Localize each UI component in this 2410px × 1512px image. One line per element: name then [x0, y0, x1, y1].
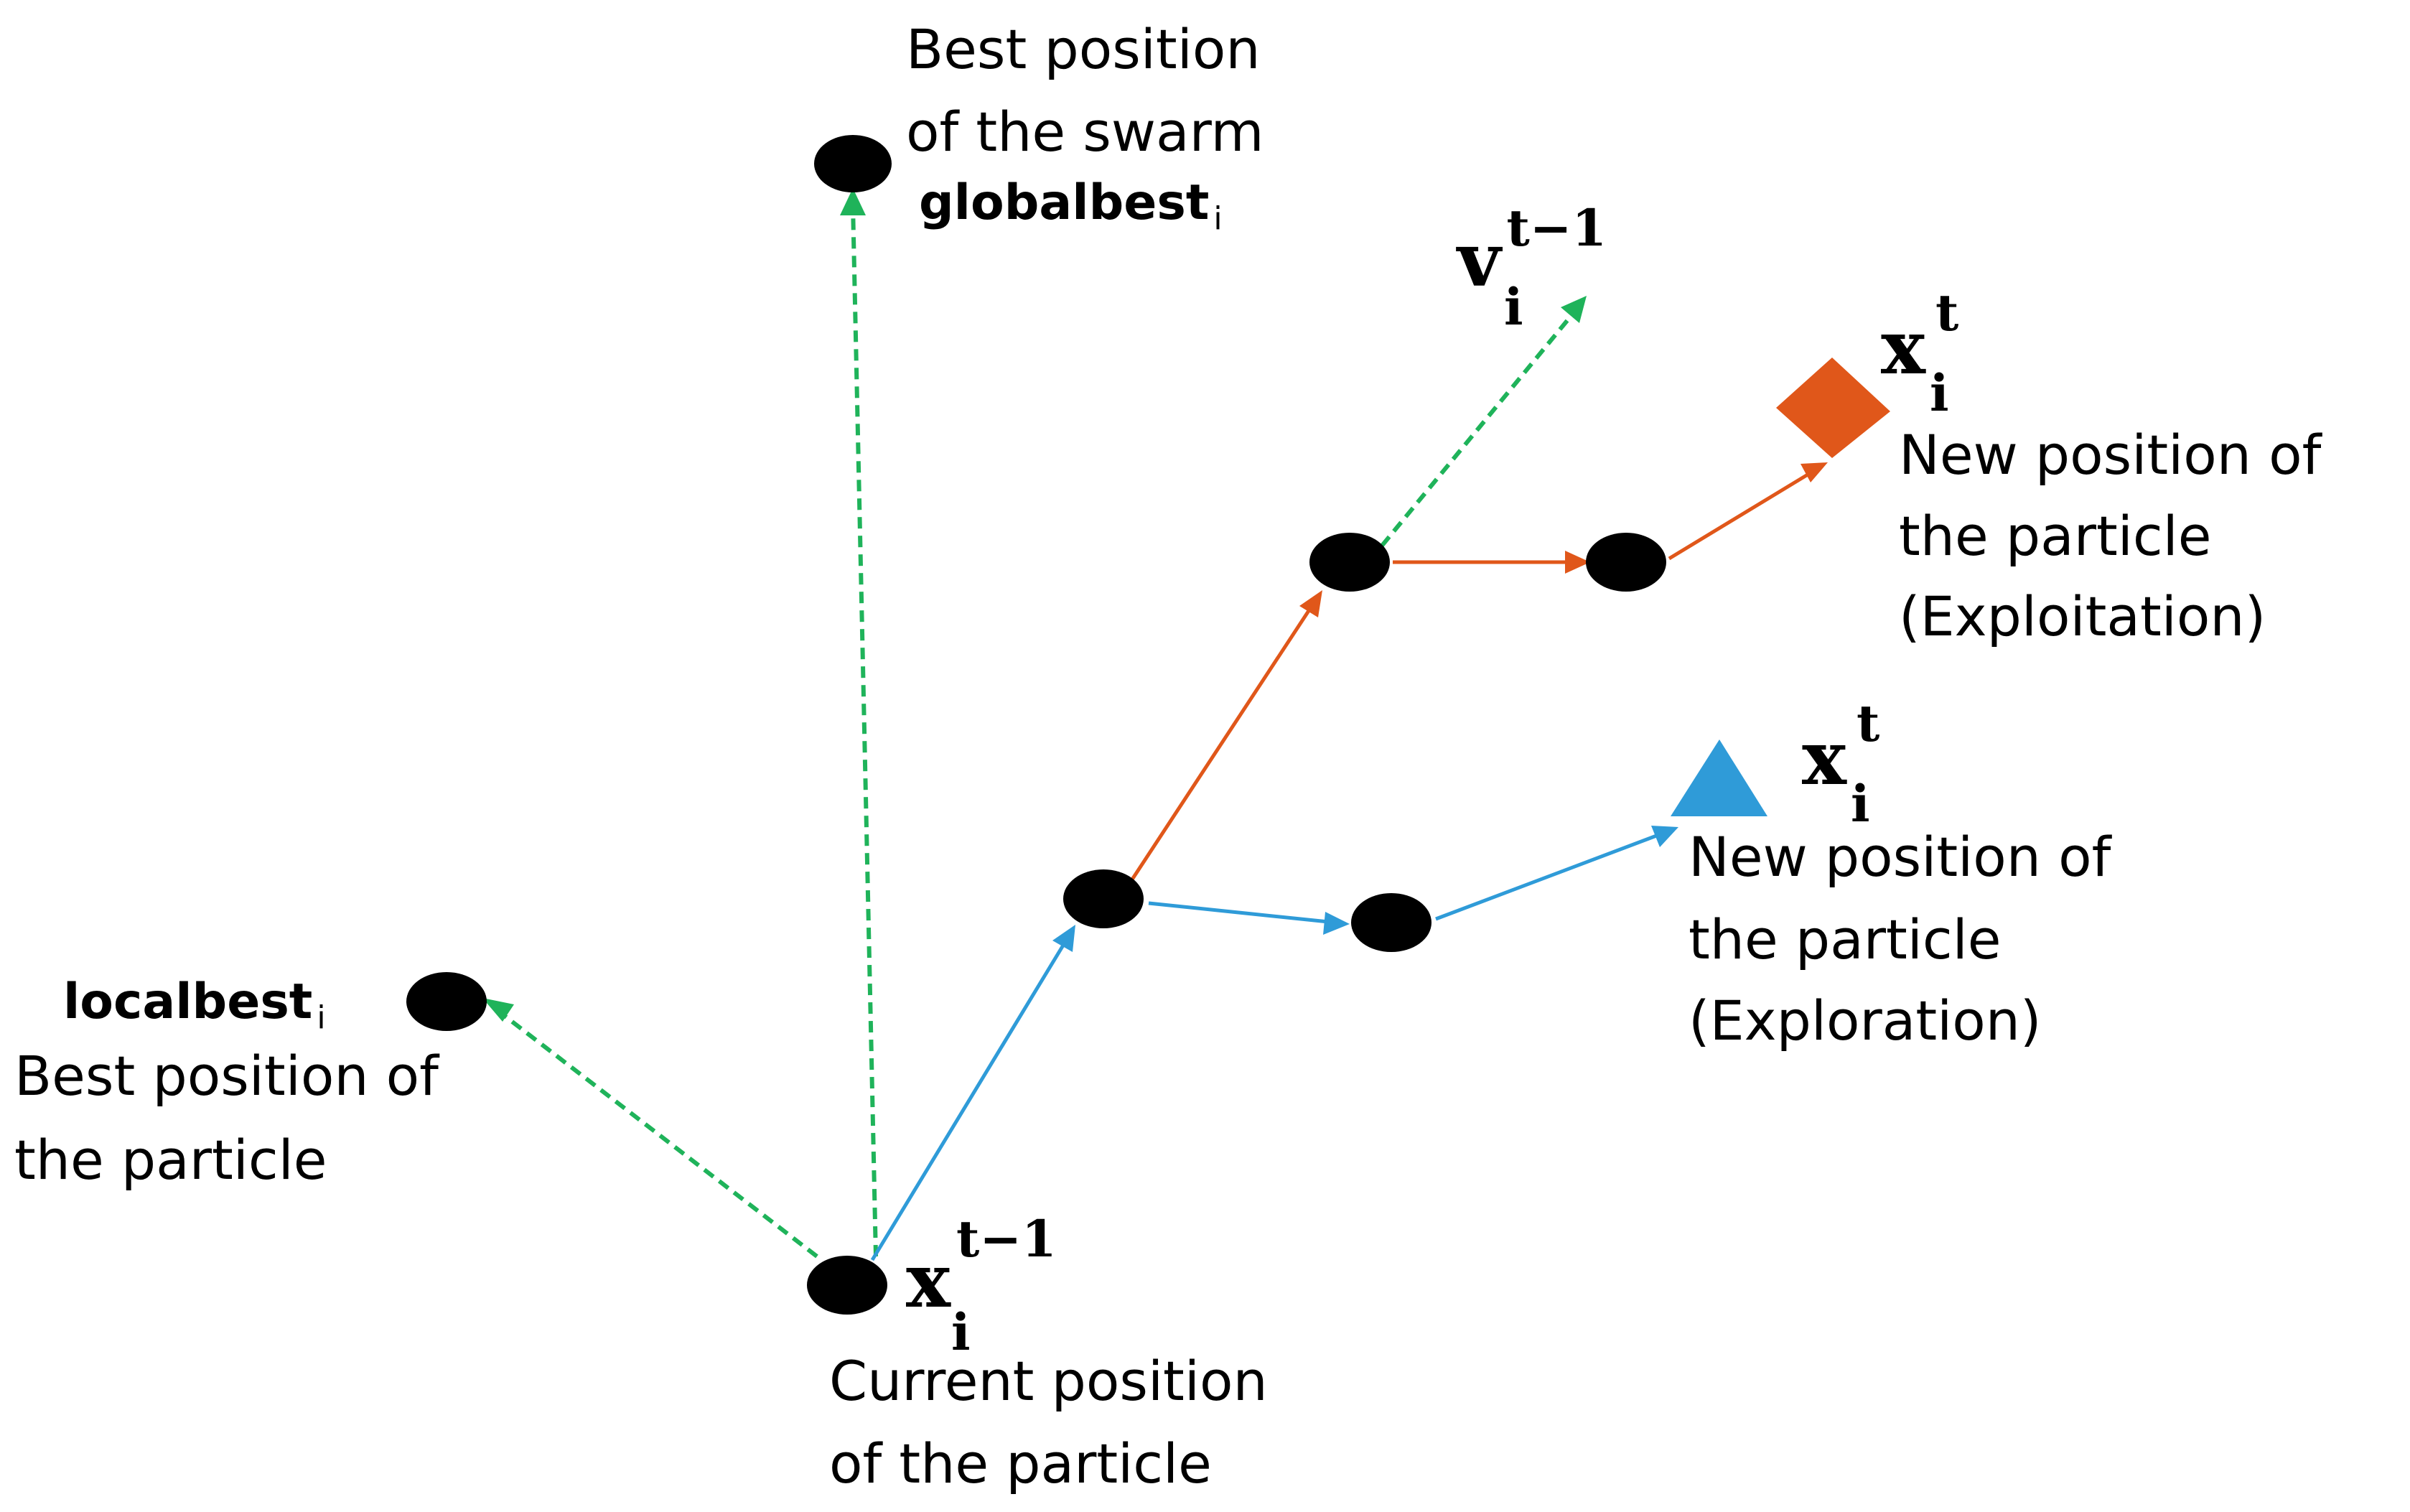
arrow-velocity [1380, 309, 1578, 547]
current-desc-line2: of the particle [829, 1432, 1212, 1495]
arrowhead-velocity [1561, 296, 1587, 323]
arrowhead-localbest [482, 998, 514, 1022]
exploit-desc-line1: New position of [1899, 423, 2323, 487]
node-orange [1586, 533, 1666, 592]
arrow-to-globalbest [851, 204, 878, 1257]
exploit-desc-line3: (Exploitation) [1899, 584, 2266, 648]
node-localbest [406, 972, 487, 1031]
arrow-to-localbest [494, 1007, 818, 1259]
exploit-desc-line2: the particle [1899, 504, 2212, 568]
explore-desc-line1: New position of [1689, 825, 2113, 889]
global-desc-line1: Best position [906, 17, 1260, 81]
node-globalbest [814, 135, 892, 192]
node-upper [1309, 533, 1390, 592]
node-mid [1063, 869, 1144, 928]
local-desc-line1: Best position of [14, 1044, 440, 1108]
arrowhead-blue-node-to-triangle [1651, 826, 1678, 847]
global-desc-line2: of the swarm [906, 100, 1264, 164]
arrowhead-current-to-mid [1052, 925, 1075, 952]
arrowhead-upper-to-orange-node [1565, 551, 1590, 574]
exploitation-diamond [1776, 358, 1890, 458]
local-desc-line2: the particle [14, 1128, 327, 1192]
explore-desc-line2: the particle [1689, 907, 2002, 971]
exploration-triangle [1671, 739, 1767, 816]
arrow-current-to-mid [870, 935, 1070, 1261]
arrow-mid-to-upper [1129, 602, 1316, 883]
arrowhead-mid-to-upper [1299, 590, 1322, 617]
node-current [807, 1256, 887, 1315]
arrow-blue-node-to-triangle [1435, 831, 1665, 921]
arrowhead-globalbest [840, 188, 866, 215]
explore-desc-line3: (Exploration) [1689, 989, 2042, 1053]
arrowhead-orange-node-to-diamond [1801, 462, 1828, 482]
arrow-orange-node-to-diamond [1668, 468, 1816, 561]
current-desc-line1: Current position [829, 1349, 1268, 1413]
node-blue [1351, 893, 1431, 952]
arrowhead-mid-to-blue-node [1323, 912, 1350, 935]
arrow-mid-to-blue-node [1148, 901, 1336, 925]
